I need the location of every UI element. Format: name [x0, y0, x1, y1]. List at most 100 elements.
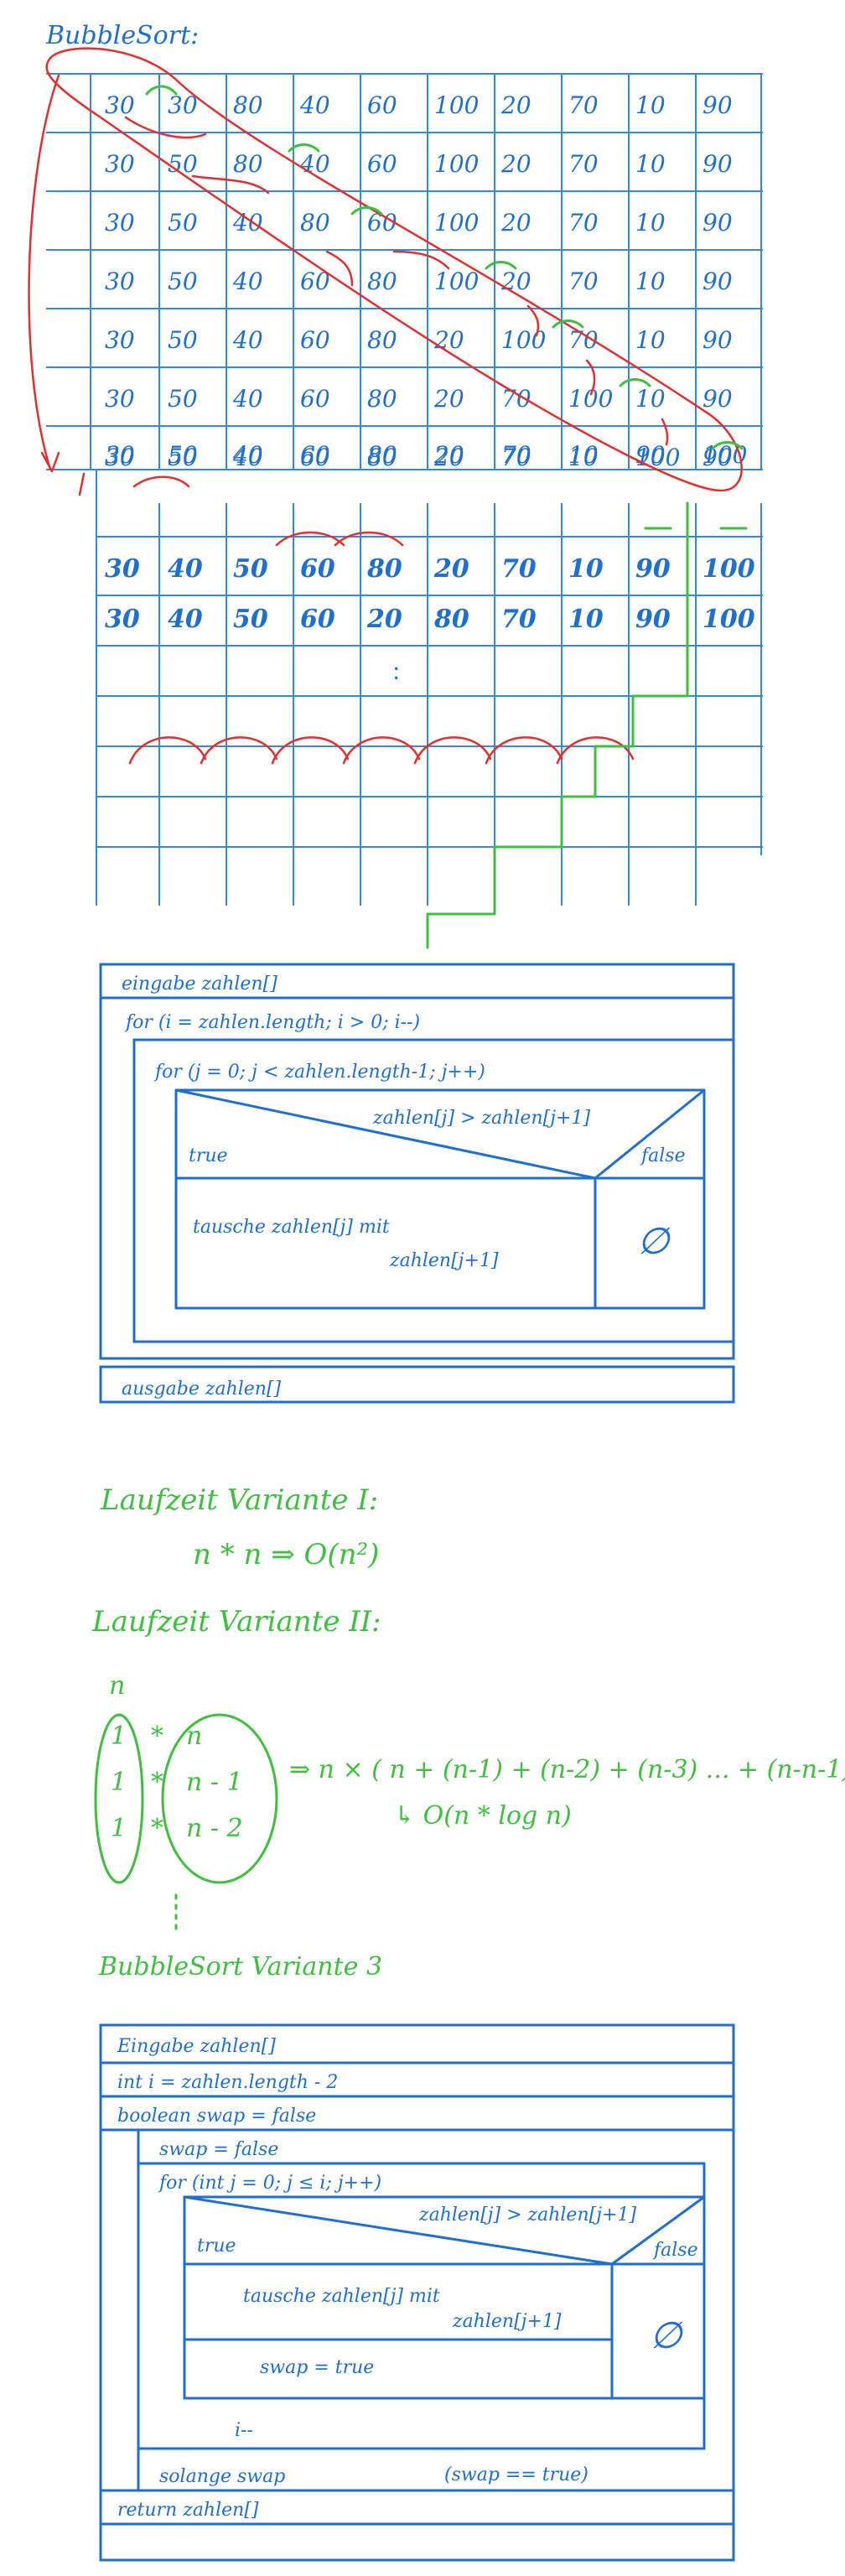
grid2-cell: 20	[366, 605, 402, 634]
grid-cell: 70	[568, 267, 599, 295]
grid2-cell: 40	[168, 605, 203, 634]
ns1-action-line1: tausche zahlen[j] mit	[193, 1217, 390, 1238]
grid2-cell: 60	[300, 605, 335, 634]
grid-cell: 10	[635, 326, 666, 354]
grid-cell: 70	[568, 209, 599, 236]
grid2-cell: 90	[635, 605, 671, 634]
grid-cell: 70	[501, 441, 531, 469]
grid-cell: 80	[367, 385, 397, 413]
ns2-true-label: true	[197, 2236, 236, 2257]
runtime-notes: Laufzeit Variante I: n * n ⇒ O(n²) Laufz…	[91, 1483, 845, 1981]
grid-cell: 40	[232, 326, 263, 354]
grid-cell: 40	[299, 91, 330, 119]
grid2-cell: 80	[433, 605, 469, 634]
grid-cell: 40	[232, 209, 263, 236]
runtime-right-item: n	[186, 1722, 202, 1751]
grid2-cell: 10	[568, 554, 604, 584]
grid2-cell: 20	[433, 554, 469, 584]
grid-cell: 100	[434, 209, 479, 236]
grid-cell: 10	[568, 444, 599, 471]
green-swap-marks	[145, 85, 748, 530]
ns2-init-swap: boolean swap = false	[117, 2106, 316, 2127]
grid2-cell: 30	[105, 554, 140, 584]
grid-cell: 10	[635, 385, 666, 413]
grid-cell: 40	[299, 150, 330, 178]
grid-cell: 90	[702, 444, 733, 471]
runtime-op: *	[151, 1768, 163, 1797]
grid-cell: 20	[500, 150, 531, 178]
grid-cell: 30	[105, 267, 135, 295]
ns2-swap-reset: swap = false	[159, 2139, 278, 2160]
ns1-outer-loop: for (i = zahlen.length; i > 0; i--)	[124, 1012, 420, 1033]
grid-cell: 20	[500, 209, 531, 236]
grid-cell: 80	[367, 444, 397, 471]
grid-cell: 80	[233, 150, 263, 178]
grid-cell: 10	[635, 209, 666, 236]
grid-cell: 100	[434, 91, 479, 119]
grid-cell: 10	[635, 150, 666, 178]
runtime-left-item: 1	[111, 1768, 127, 1797]
grid-cell: 50	[168, 441, 198, 469]
grid-cell: 30	[105, 441, 135, 469]
grid2-cell: 10	[568, 605, 604, 634]
grid2-cell: 100	[702, 605, 755, 634]
ns2-decrement: i--	[235, 2420, 253, 2441]
runtime-left-item: 1	[111, 1722, 127, 1751]
ns1-action-line2: zahlen[j+1]	[389, 1250, 499, 1271]
grid2-cell: 70	[501, 554, 537, 584]
grid2-cell: 50	[233, 554, 268, 584]
grid-cell: 80	[367, 326, 397, 354]
grid-cell: 60	[300, 444, 330, 471]
grid2-cell: 60	[300, 554, 335, 584]
nassi-shneiderman-1: eingabe zahlen[] for (i = zahlen.length;…	[99, 963, 735, 1404]
grid2-cell: 50	[233, 605, 268, 634]
grid-cell: 70	[568, 91, 599, 119]
ns2-action-line2: zahlen[j+1]	[452, 2311, 562, 2332]
runtime-v3-title: BubbleSort Variante 3	[98, 1952, 382, 1981]
grid-cell: 30	[105, 91, 135, 119]
grid-cell: 30	[105, 326, 135, 354]
grid-cell: 30	[168, 91, 198, 119]
ns2-loop: for (int j = 0; j ≤ i; j++)	[158, 2173, 381, 2194]
ns2-until: solange swap	[159, 2466, 285, 2487]
grid-cell: 50	[168, 267, 198, 295]
runtime-left-item: 1	[111, 1814, 127, 1843]
grid2-cell: 100	[702, 554, 755, 584]
grid-cell: 70	[501, 444, 531, 471]
ns2-input: Eingabe zahlen[]	[117, 2036, 276, 2057]
grid-cell: 40	[232, 267, 263, 295]
ns1-inner-loop: for (j = 0; j < zahlen.length-1; j++)	[153, 1062, 485, 1083]
green-staircase	[426, 501, 689, 949]
grid-cell: 100	[635, 444, 680, 471]
grid-cell: 20	[433, 385, 464, 413]
grid-cell: 70	[568, 150, 599, 178]
runtime-right-item: n - 2	[186, 1814, 243, 1843]
grid-cell: 30	[105, 209, 135, 236]
ns2-swap-set: swap = true	[260, 2357, 374, 2378]
grid2-cell: 90	[635, 554, 671, 584]
grid2-cell: 30	[105, 605, 140, 634]
ns2-false-label: false	[652, 2240, 698, 2261]
runtime-v2-title: Laufzeit Variante II:	[91, 1605, 381, 1639]
grid-cell: 30	[105, 444, 135, 471]
grid-cell: 60	[367, 150, 397, 178]
grid-cell: 100	[568, 385, 613, 413]
ns2-output: return zahlen[]	[117, 2500, 259, 2521]
runtime-op: *	[151, 1814, 163, 1843]
grid-cell: 60	[300, 326, 330, 354]
grid-cell: 90	[702, 267, 733, 295]
ns1-false-label: false	[640, 1145, 686, 1166]
sort-grid-1: 30 30 80 40 60 100 20 70 10 90 30 50 80 40 60 100 20 70 10…	[46, 73, 763, 471]
grid-cell: 20	[433, 326, 464, 354]
grid-cell: 80	[233, 91, 263, 119]
grid-cell: 90	[702, 209, 733, 236]
grid-cell: 50	[168, 326, 198, 354]
grid-cell: 100	[434, 150, 479, 178]
grid-cell: 90	[702, 385, 733, 413]
bubblesort-title: BubbleSort:	[45, 21, 199, 50]
runtime-op: *	[151, 1722, 163, 1751]
grid-cell: 10	[568, 441, 599, 469]
grid-cell: 20	[433, 444, 464, 471]
ns2-init-i: int i = zahlen.length - 2	[117, 2072, 338, 2093]
